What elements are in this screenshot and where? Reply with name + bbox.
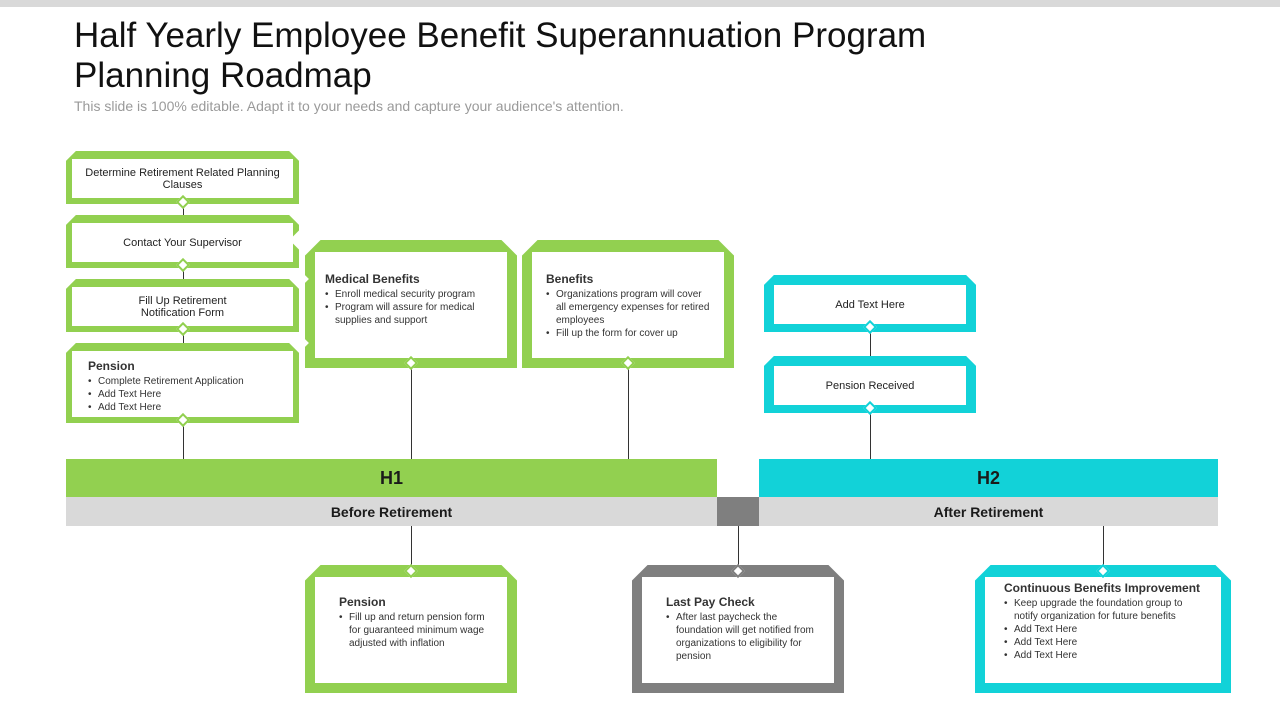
connector-bottom-pension — [411, 526, 412, 570]
h2-card-pension-received-label: Pension Received — [825, 379, 915, 392]
timeline-h1-bar: H1 — [66, 459, 717, 497]
page-title: Half Yearly Employee Benefit Superannuat… — [74, 16, 927, 95]
benefits-heading: Benefits — [546, 272, 594, 286]
benefits-card: Benefits Organizations program will cove… — [522, 240, 734, 368]
bullet-item: After last paycheck the foundation will … — [666, 611, 820, 663]
page-subtitle: This slide is 100% editable. Adapt it to… — [74, 98, 624, 114]
bullet-item: Complete Retirement Application — [88, 375, 281, 388]
bullet-item: Add Text Here — [1004, 636, 1207, 649]
timeline-h1-label: H1 — [379, 467, 403, 488]
h1-card-retirement-clauses-text: Determine Retirement Related Planning Cl… — [85, 166, 280, 191]
connector-last-pay — [738, 526, 739, 570]
bullet-item: Program will assure for medical supplies… — [325, 301, 501, 327]
h1-card-pension: Pension Complete Retirement Application … — [66, 343, 299, 423]
connector-medical — [411, 363, 412, 459]
continuous-improvement-card: Continuous Benefits Improvement Keep upg… — [975, 565, 1231, 693]
bullet-item: Organizations program will cover all eme… — [546, 288, 712, 327]
bottom-pension-bullets: Fill up and return pension form for guar… — [339, 611, 493, 650]
bottom-pension-heading: Pension — [339, 595, 386, 609]
bottom-pension-card: Pension Fill up and return pension form … — [305, 565, 517, 693]
h1-card-notification-form-text: Fill Up Retirement Notification Form — [138, 294, 227, 319]
h1-pension-bullets: Complete Retirement Application Add Text… — [88, 375, 281, 414]
top-accent-bar — [0, 0, 1280, 7]
last-pay-check-heading: Last Pay Check — [666, 595, 755, 609]
bullet-item: Add Text Here — [88, 401, 281, 414]
timeline-h2-bar: H2 — [759, 459, 1218, 497]
medical-benefits-card: Medical Benefits Enroll medical security… — [305, 240, 517, 368]
last-pay-check-card: Last Pay Check After last paycheck the f… — [632, 565, 844, 693]
bullet-item: Add Text Here — [1004, 623, 1207, 636]
timeline-h1-subbar: Before Retirement — [66, 497, 717, 526]
bullet-item: Add Text Here — [1004, 649, 1207, 662]
h1-card-notification-form: Fill Up Retirement Notification Form — [66, 279, 299, 332]
continuous-improvement-bullets: Keep upgrade the foundation group to not… — [1004, 597, 1207, 662]
bullet-item: Fill up and return pension form for guar… — [339, 611, 493, 650]
last-pay-check-bullets: After last paycheck the foundation will … — [666, 611, 820, 663]
bullet-item: Enroll medical security program — [325, 288, 501, 301]
timeline-h2-subbar: After Retirement — [759, 497, 1218, 526]
bullet-item: Add Text Here — [88, 388, 281, 401]
timeline-h2-sublabel: After Retirement — [933, 503, 1044, 520]
timeline-h1-sublabel: Before Retirement — [330, 503, 453, 520]
h1-card-contact-supervisor-text: Contact Your Supervisor — [123, 236, 242, 249]
medical-benefits-heading: Medical Benefits — [325, 272, 420, 286]
timeline-h2-label: H2 — [976, 467, 1000, 488]
connector-continuous — [1103, 526, 1104, 570]
h1-pension-heading: Pension — [88, 359, 135, 373]
h2-card-add-text-label: Add Text Here — [835, 298, 905, 311]
bullet-item: Keep upgrade the foundation group to not… — [1004, 597, 1207, 623]
medical-benefits-bullets: Enroll medical security program Program … — [325, 288, 501, 327]
connector-benefits — [628, 363, 629, 459]
bullet-item: Fill up the form for cover up — [546, 327, 712, 340]
timeline-gap-block — [717, 497, 759, 526]
continuous-improvement-heading: Continuous Benefits Improvement — [1004, 581, 1201, 595]
benefits-bullets: Organizations program will cover all eme… — [546, 288, 712, 340]
